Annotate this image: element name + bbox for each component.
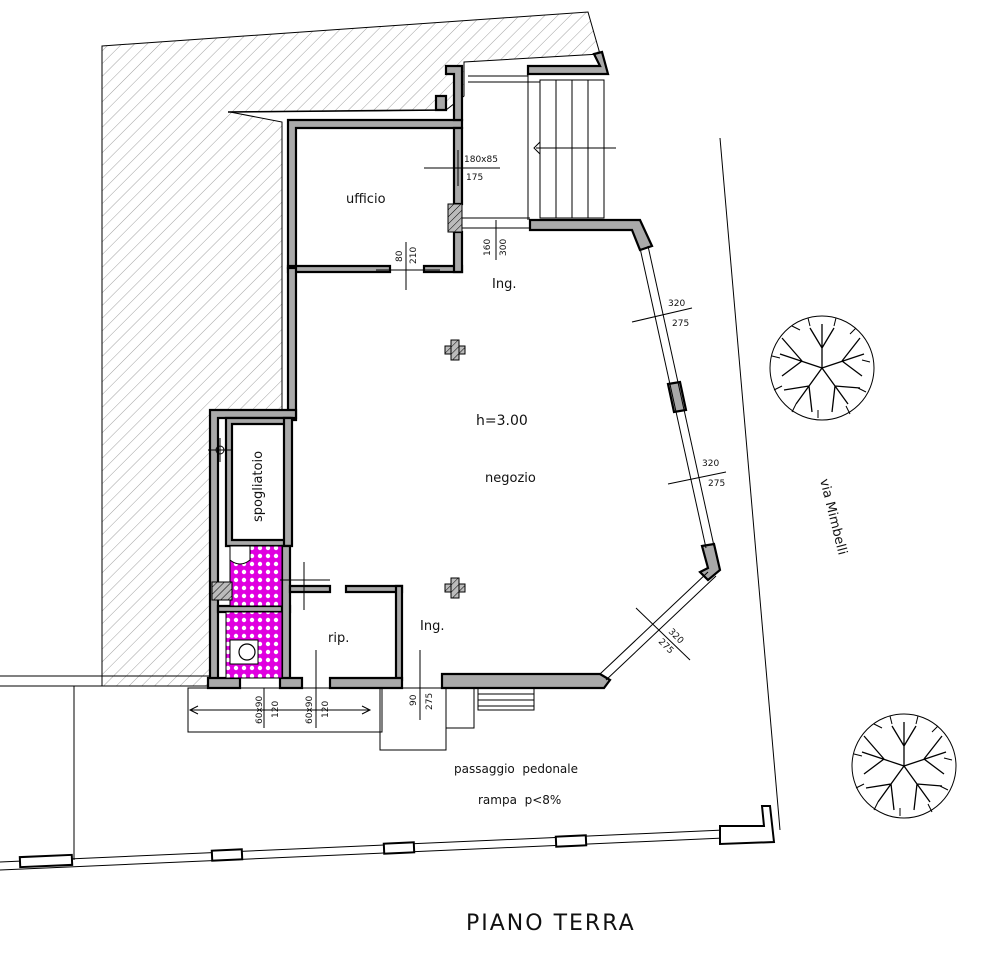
dim-east-window-1-top: 320	[668, 299, 685, 309]
dim-office-window-top: 180x85	[464, 155, 498, 165]
bottom-fence	[0, 805, 776, 871]
room-label-ripostiglio: rip.	[328, 631, 349, 646]
dim-rip-window-bottom: 120	[321, 701, 331, 718]
room-label-ingresso-top: Ing.	[492, 277, 516, 292]
building-walls	[206, 50, 722, 690]
room-label-negozio: negozio	[485, 471, 536, 486]
dim-east-window-2-bottom: 275	[708, 479, 725, 489]
office-column	[447, 203, 463, 233]
dim-office-door-bottom: 210	[409, 247, 419, 264]
dimension-lines	[188, 150, 727, 728]
room-label-spogliatoio: spogliatoio	[251, 451, 266, 522]
dim-entrance-bottom-bottom: 275	[425, 693, 435, 710]
dim-entrance-door-top: 160	[483, 239, 493, 256]
drawing-title: PIANO TERRA	[466, 911, 636, 936]
column-top	[444, 339, 466, 361]
street-edge-line	[719, 137, 781, 831]
dim-wc-window-top: 60x90	[255, 695, 265, 724]
dim-rip-window-top: 60x90	[305, 695, 315, 724]
pedestrian-passage-label: passaggio pedonale	[454, 762, 578, 776]
street-name-label: via Mimbelli	[816, 477, 849, 556]
ramp-label: rampa p<8%	[478, 793, 561, 807]
dim-east-window-2-top: 320	[702, 459, 719, 469]
dim-east-window-1-bottom: 275	[672, 319, 689, 329]
room-label-ufficio: ufficio	[346, 192, 386, 207]
north-stairs	[462, 74, 616, 229]
tree-south-icon	[851, 713, 957, 819]
dim-entrance-bottom-top: 90	[409, 694, 419, 706]
south-forecourt	[187, 687, 535, 751]
room-label-ingresso-bottom: Ing.	[420, 619, 444, 634]
boundary-lines	[0, 109, 447, 860]
toilet-icon	[229, 639, 259, 665]
column-bottom	[444, 577, 466, 599]
tree-north-icon	[769, 315, 875, 421]
ceiling-height-label: h=3.00	[476, 413, 528, 429]
dim-wc-window-bottom: 120	[271, 701, 281, 718]
dim-office-window-bottom: 175	[466, 173, 483, 183]
dim-office-door-top: 80	[395, 250, 405, 262]
east-windows	[599, 245, 717, 681]
entrance-steps	[477, 687, 535, 711]
sink-icon	[229, 545, 251, 565]
wc-column	[211, 581, 233, 601]
dim-entrance-door-bottom: 300	[499, 239, 509, 256]
